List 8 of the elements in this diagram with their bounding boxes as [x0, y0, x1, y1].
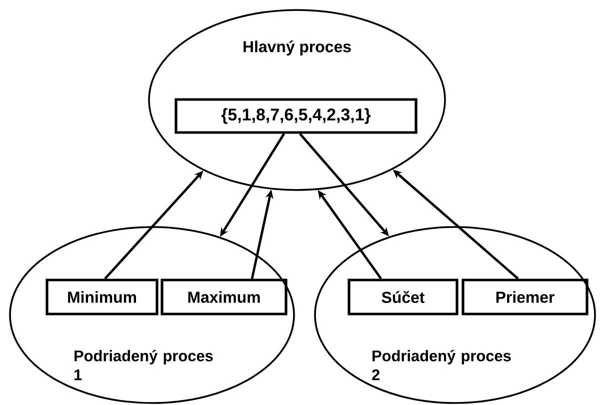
process-title: Podriadený proces 1: [74, 350, 213, 380]
value-box: Priemer: [462, 278, 588, 316]
value-box: Súčet: [348, 278, 458, 316]
value-box: Minimum: [46, 278, 158, 316]
value-box: Maximum: [160, 278, 288, 316]
process-title: Hlavný proces: [244, 40, 351, 56]
value-box: {5,1,8,7,6,5,4,2,3,1}: [174, 98, 418, 134]
process-title: Podriadený proces 2: [372, 350, 511, 380]
